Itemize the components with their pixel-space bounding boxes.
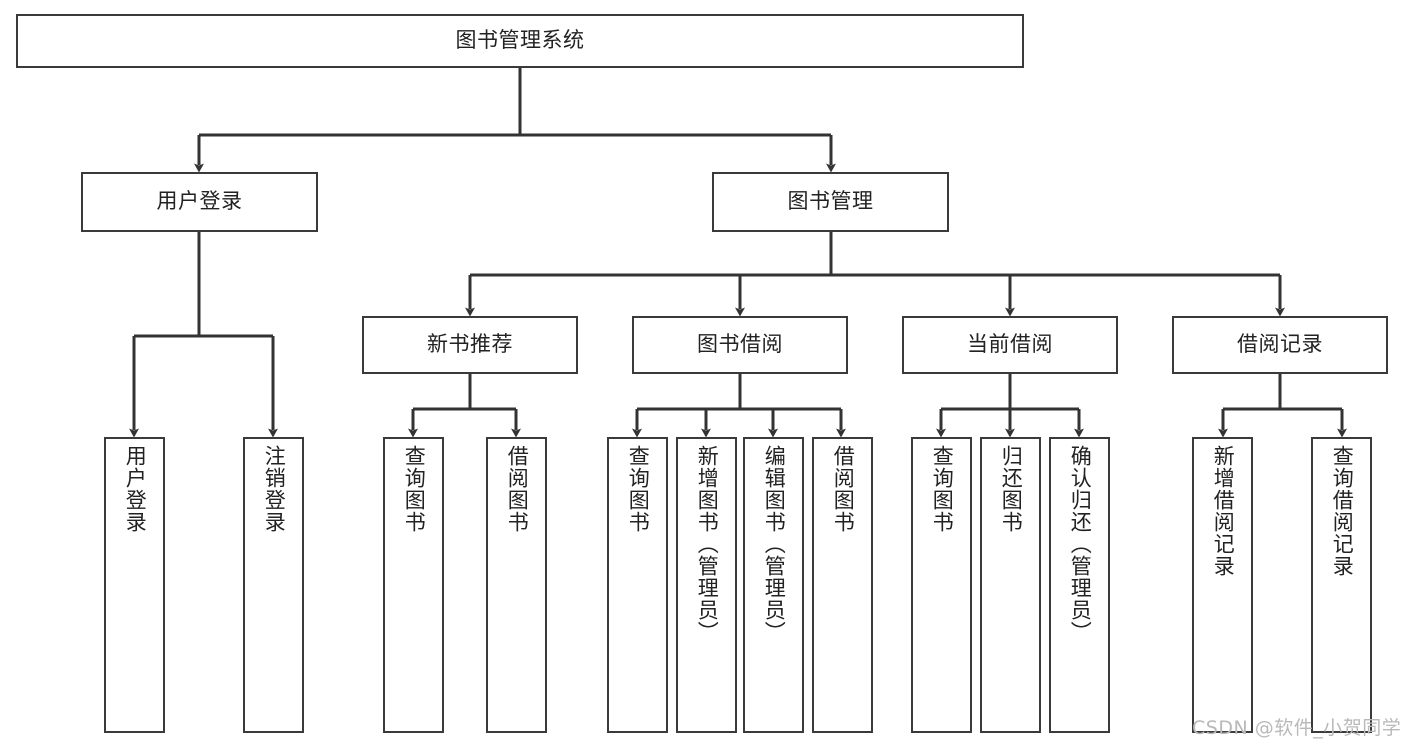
- leaf-label: 新增借阅记录: [1211, 445, 1236, 577]
- leaf-label: 借阅图书: [505, 445, 530, 533]
- node-current-borrow-label: 当前借阅: [967, 332, 1053, 357]
- node-book-management-label: 图书管理: [787, 189, 874, 214]
- leaf-label: 归还图书: [999, 445, 1024, 533]
- node-user-login[interactable]: 用户登录: [81, 172, 318, 232]
- leaf-new-book-query-book[interactable]: 查询图书: [383, 437, 444, 733]
- leaf-current-borrow-confirm-return-admin[interactable]: 确认归还（管理员）: [1049, 437, 1110, 733]
- node-new-book-recommend-label: 新书推荐: [427, 332, 513, 357]
- node-book-management[interactable]: 图书管理: [712, 172, 949, 232]
- leaf-label: 查询借阅记录: [1330, 445, 1355, 577]
- leaf-label: 编辑图书（管理员）: [762, 445, 787, 643]
- leaf-label: 确认归还（管理员）: [1068, 445, 1093, 643]
- leaf-book-borrow-edit-book-admin[interactable]: 编辑图书（管理员）: [743, 437, 804, 733]
- leaf-label: 查询图书: [930, 445, 955, 533]
- leaf-book-borrow-query-book[interactable]: 查询图书: [607, 437, 668, 733]
- leaf-current-borrow-query-book[interactable]: 查询图书: [911, 437, 972, 733]
- csdn-watermark: CSDN @软件_小贺同学: [1192, 717, 1402, 739]
- node-book-borrow-label: 图书借阅: [697, 332, 783, 357]
- leaf-user-login-logout[interactable]: 注销登录: [243, 437, 304, 733]
- node-book-borrow[interactable]: 图书借阅: [632, 316, 848, 374]
- leaf-borrow-record-add-record[interactable]: 新增借阅记录: [1192, 437, 1253, 733]
- node-user-login-label: 用户登录: [156, 189, 243, 214]
- leaf-label: 借阅图书: [831, 445, 856, 533]
- node-new-book-recommend[interactable]: 新书推荐: [362, 316, 578, 374]
- node-current-borrow[interactable]: 当前借阅: [902, 316, 1118, 374]
- leaf-borrow-record-query-record[interactable]: 查询借阅记录: [1311, 437, 1372, 733]
- leaf-new-book-borrow-book[interactable]: 借阅图书: [486, 437, 547, 733]
- leaf-label: 查询图书: [402, 445, 427, 533]
- leaf-label: 注销登录: [262, 445, 287, 533]
- leaf-label: 新增图书（管理员）: [695, 445, 720, 643]
- node-borrow-record[interactable]: 借阅记录: [1172, 316, 1388, 374]
- leaf-label: 查询图书: [626, 445, 651, 533]
- node-root-label: 图书管理系统: [455, 28, 585, 53]
- node-borrow-record-label: 借阅记录: [1237, 332, 1323, 357]
- leaf-book-borrow-borrow-book[interactable]: 借阅图书: [812, 437, 873, 733]
- node-root-library-management-system[interactable]: 图书管理系统: [16, 14, 1024, 68]
- leaf-user-login-login[interactable]: 用户登录: [104, 437, 165, 733]
- leaf-label: 用户登录: [123, 445, 148, 533]
- leaf-book-borrow-add-book-admin[interactable]: 新增图书（管理员）: [676, 437, 737, 733]
- leaf-current-borrow-return-book[interactable]: 归还图书: [980, 437, 1041, 733]
